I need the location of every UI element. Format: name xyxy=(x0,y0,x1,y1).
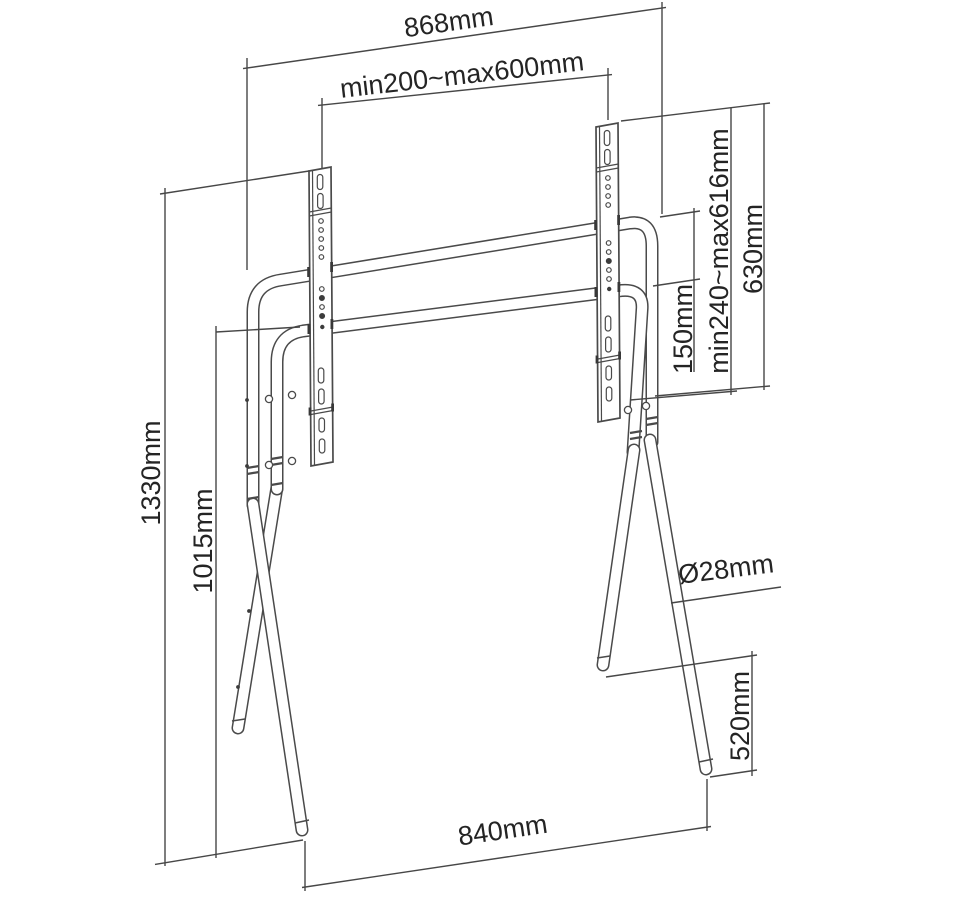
vesa-bracket-left-clamps xyxy=(307,262,334,416)
vesa-bracket-right xyxy=(594,121,621,424)
dim-label-overall-height: 1330mm xyxy=(136,420,166,525)
dimension-crossbar-spacing: 150mm xyxy=(652,208,701,374)
dim-label-vesa-height-range: min240~max616mm xyxy=(704,128,734,373)
vesa-bracket-left-holes xyxy=(318,218,326,330)
locking-knobs xyxy=(236,390,651,689)
upper-crossbar-and-rear-uprights xyxy=(246,216,659,512)
front-right-leg xyxy=(596,443,641,672)
rear-right-leg xyxy=(643,433,713,776)
dimension-bracket-spacing: min200~max600mm xyxy=(317,46,613,168)
stand-frame xyxy=(231,216,714,837)
dimension-base-width: 840mm xyxy=(301,779,712,891)
dim-label-crossbar-spacing: 150mm xyxy=(668,284,698,374)
dim-label-base-width: 840mm xyxy=(456,809,549,852)
vesa-bracket-right-slots xyxy=(603,129,613,402)
callout-tube-diameter: Ø28mm xyxy=(670,548,782,604)
rear-left-leg xyxy=(246,497,309,837)
dimension-base-depth: 520mm xyxy=(605,651,758,778)
vesa-bracket-right-holes xyxy=(605,175,612,292)
dim-label-base-depth: 520mm xyxy=(725,671,755,761)
dim-label-crossbar-height: 1015mm xyxy=(188,488,218,593)
dim-label-bracket-height: 630mm xyxy=(738,204,768,294)
dimension-bracket-height: 630mm xyxy=(738,104,768,390)
lower-crossbar-and-front-uprights xyxy=(270,283,649,496)
vesa-bracket-left xyxy=(307,165,334,468)
dim-label-overall-width: 868mm xyxy=(402,1,495,43)
vesa-bracket-right-clamps xyxy=(594,215,621,364)
dimension-overall-height: 1330mm xyxy=(136,170,310,866)
tube-joint-rings xyxy=(246,415,659,501)
dimension-vesa-height-range: min240~max616mm xyxy=(620,102,771,401)
dim-label-bracket-spacing: min200~max600mm xyxy=(338,46,585,104)
dimension-crossbar-height: 1015mm xyxy=(188,326,301,858)
vesa-bracket-left-slots xyxy=(316,173,326,454)
foot-caps xyxy=(231,655,714,824)
front-left-leg xyxy=(231,480,284,735)
dim-label-tube-diameter: Ø28mm xyxy=(676,548,775,589)
